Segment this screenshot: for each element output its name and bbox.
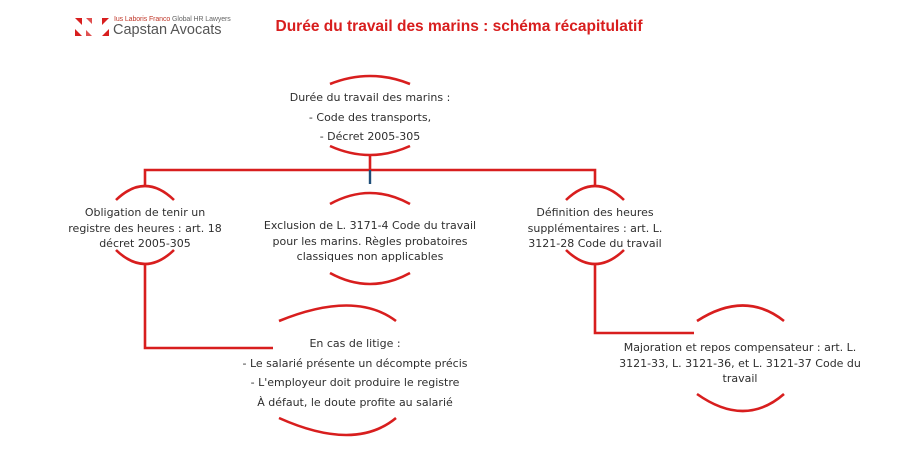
node-heures-line: Définition des heures bbox=[536, 206, 654, 219]
node-exclusion-line: classiques non applicables bbox=[296, 250, 444, 263]
majoration-bottom-arc bbox=[696, 392, 785, 413]
node-litige: En cas de litige : - Le salarié présente… bbox=[215, 334, 495, 412]
node-registre-line: registre des heures : art. 18 bbox=[68, 221, 222, 235]
node-litige-line: En cas de litige : bbox=[309, 337, 401, 350]
node-majoration: Majoration et repos compensateur : art. … bbox=[610, 340, 870, 387]
node-heures-line: 3121-28 Code du travail bbox=[528, 237, 662, 250]
node-majoration-line: travail bbox=[722, 372, 758, 385]
root-top-arc bbox=[329, 74, 411, 86]
node-root-line: - Décret 2005-305 bbox=[319, 130, 421, 143]
logo-name: Capstan Avocats bbox=[113, 22, 222, 38]
litige-bottom-arc bbox=[278, 416, 397, 437]
left-bottom-arc bbox=[115, 249, 175, 266]
right-to-majoration-connector bbox=[593, 264, 694, 335]
node-majoration-line: 3121-33, L. 3121-36, et L. 3121-37 Code … bbox=[619, 356, 861, 370]
node-litige-line: À défaut, le doute profite au salarié bbox=[257, 395, 453, 409]
node-exclusion-line: Exclusion de L. 3171-4 Code du travail bbox=[263, 219, 477, 232]
node-heures-line: supplémentaires : art. L. bbox=[527, 221, 663, 235]
company-logo: Ius Laboris Franco Global HR Lawyers Cap… bbox=[75, 16, 265, 40]
node-exclusion: Exclusion de L. 3171-4 Code du travail p… bbox=[255, 218, 485, 265]
node-root-line: - Code des transports, bbox=[308, 110, 432, 124]
left-to-litige-connector bbox=[143, 264, 273, 350]
logo-tagline-red: Ius Laboris Franco bbox=[114, 16, 171, 23]
node-registre: Obligation de tenir un registre des heur… bbox=[60, 205, 230, 252]
page-title: Durée du travail des marins : schéma réc… bbox=[0, 18, 906, 36]
capstan-logo-icon bbox=[75, 18, 109, 36]
logo-tagline-grey: Global HR Lawyers bbox=[172, 16, 231, 23]
logo-tagline: Ius Laboris Franco Global HR Lawyers bbox=[114, 16, 231, 23]
center-top-arc bbox=[329, 191, 411, 206]
left-top-arc bbox=[115, 184, 175, 201]
node-majoration-line: Majoration et repos compensateur : art. … bbox=[623, 341, 857, 354]
node-registre-line: Obligation de tenir un bbox=[84, 206, 206, 219]
node-litige-line: - Le salarié présente un décompte précis bbox=[242, 356, 468, 370]
root-bottom-arc bbox=[329, 144, 411, 157]
page-title-text: Durée du travail des marins : schéma réc… bbox=[275, 18, 643, 35]
center-bottom-arc bbox=[329, 271, 411, 286]
right-top-arc bbox=[565, 184, 625, 201]
node-litige-line: - L'employeur doit produire le registre bbox=[250, 376, 460, 389]
node-registre-line: décret 2005-305 bbox=[99, 237, 191, 250]
right-bottom-arc bbox=[565, 249, 625, 266]
node-root-line: Durée du travail des marins : bbox=[289, 91, 451, 104]
node-exclusion-line: pour les marins. Règles probatoires bbox=[272, 234, 468, 248]
node-heures-supplementaires: Définition des heures supplémentaires : … bbox=[510, 205, 680, 252]
node-root: Durée du travail des marins : - Code des… bbox=[270, 88, 470, 147]
majoration-top-arc bbox=[696, 304, 785, 323]
litige-top-arc bbox=[278, 304, 397, 323]
